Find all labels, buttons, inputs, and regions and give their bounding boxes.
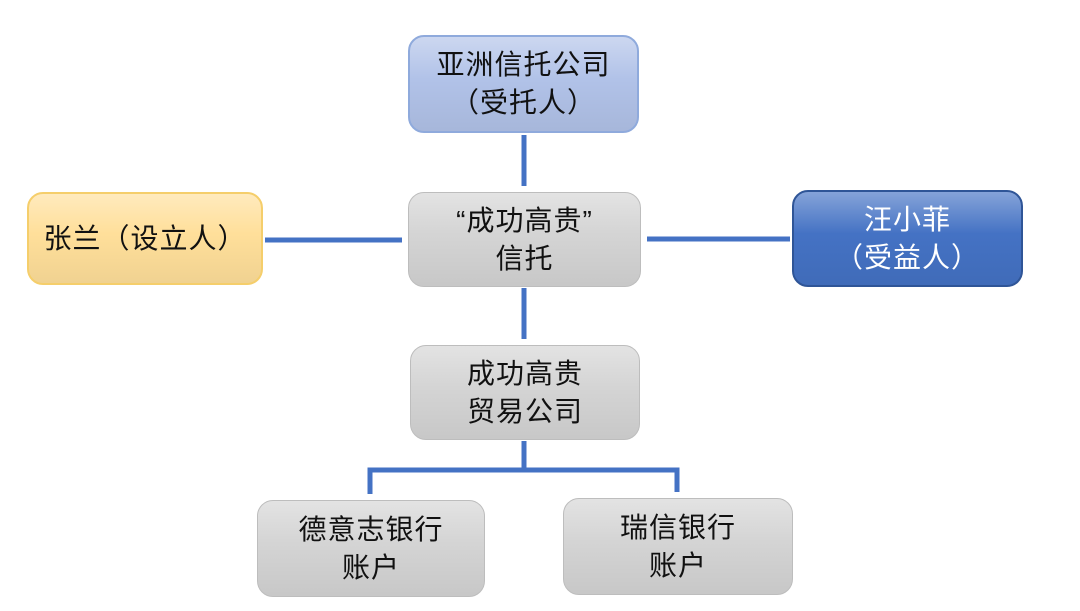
node-deutsche-bank-account: 德意志银行 账户	[257, 500, 485, 597]
node-beneficiary: 汪小菲 （受益人）	[792, 190, 1023, 287]
node-trading-company-line2: 贸易公司	[466, 395, 583, 427]
node-credit-suisse-line1: 瑞信银行	[619, 511, 736, 543]
node-deutsche-bank-line2: 账户	[341, 551, 400, 583]
arrow-company-to-bank-cs	[522, 467, 680, 492]
node-beneficiary-line1: 汪小菲	[863, 203, 951, 235]
node-trust-line2: 信托	[495, 242, 554, 274]
node-credit-suisse-account: 瑞信银行 账户	[563, 498, 793, 595]
node-beneficiary-line2: （受益人）	[834, 241, 980, 273]
node-trustee: 亚洲信托公司 （受托人）	[408, 35, 639, 133]
arrow-company-to-bank-de	[367, 467, 526, 494]
node-settlor-line1: 张兰（设立人）	[43, 222, 247, 254]
node-trust-line1: “成功高贵”	[456, 204, 593, 236]
node-trading-company: 成功高贵 贸易公司	[410, 345, 640, 440]
node-deutsche-bank-line1: 德意志银行	[298, 513, 444, 545]
node-trading-company-line1: 成功高贵	[466, 357, 583, 389]
node-settlor: 张兰（设立人）	[27, 192, 263, 285]
node-credit-suisse-line2: 账户	[648, 549, 707, 581]
node-trustee-line2: （受托人）	[450, 87, 596, 118]
node-trustee-line1: 亚洲信托公司	[436, 49, 611, 80]
node-trust: “成功高贵” 信托	[408, 192, 641, 287]
